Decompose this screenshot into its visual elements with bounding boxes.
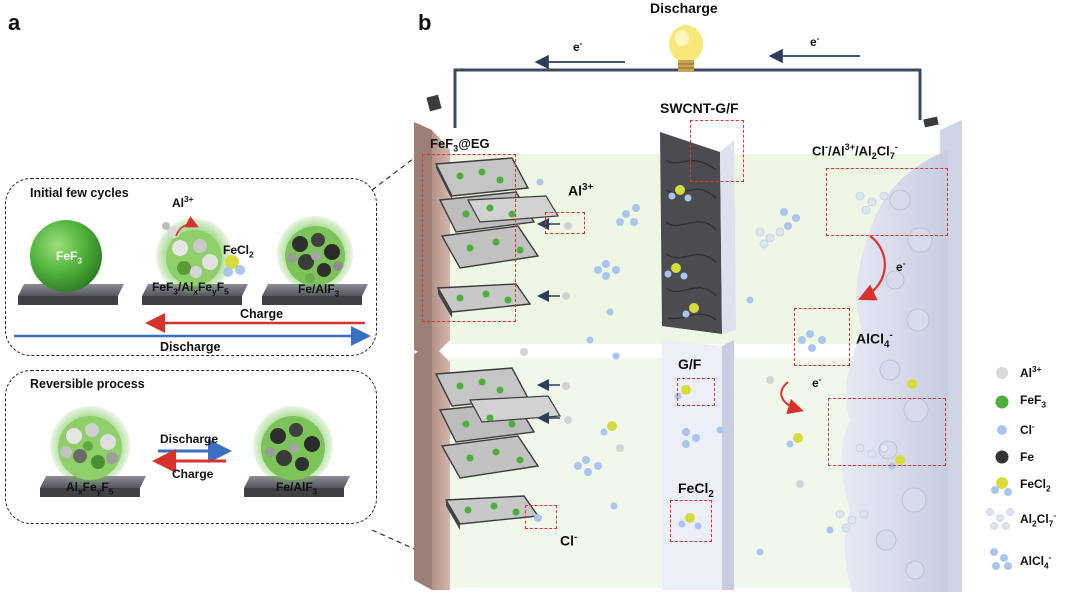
legend: Al3+ FeF3 Cl- Fe FeCl2 Al2Cl7- AlCl4-: [1020, 364, 1080, 584]
fecl2-label-b: FeCl2: [678, 480, 714, 500]
alcl4-clusters: [574, 204, 826, 476]
al2cl7-clusters: [755, 191, 889, 533]
cathode-highlight: [422, 154, 516, 322]
ion-insertion-arrows: [537, 218, 560, 424]
swcnt-texture: [665, 159, 717, 321]
swcnt-separator-edge: [720, 140, 736, 334]
fe-alf3-label-a: Fe/AlF3: [298, 282, 340, 299]
fecl2-label-a: FeCl2: [223, 243, 254, 260]
swcnt-separator: [660, 132, 722, 334]
positive-terminal: [426, 94, 442, 112]
legend-al: Al3+: [1020, 364, 1042, 380]
zoom-line-top: [371, 145, 431, 191]
cathode-plate-lower: [414, 344, 432, 590]
fe-alf3-sphere: [277, 216, 353, 292]
legend-fef3: FeF3: [1020, 393, 1047, 410]
initial-cycles-box: [5, 178, 377, 356]
al-highlight: [545, 212, 585, 234]
external-circuit: [453, 68, 922, 128]
cl-highlight: [525, 505, 557, 529]
fe-alf3-label-b: Fe/AlF3: [276, 480, 318, 497]
discharge-label-a: Discharge: [160, 340, 221, 354]
intermediate-sphere: [156, 215, 245, 294]
legend-fecl2: FeCl2: [1020, 477, 1051, 494]
alxfeyf5-label: AlxFeyF5: [66, 480, 114, 497]
reversible-discharge-label: Discharge: [160, 432, 219, 446]
separator-label: SWCNT-G/F: [660, 100, 739, 116]
fef3-sphere: [30, 220, 102, 292]
gf-highlight: [677, 378, 715, 406]
electron-curve-2: [780, 381, 804, 415]
electron-label-left: e-: [573, 38, 583, 54]
legend-cl: Cl-: [1020, 421, 1035, 437]
alxfeyf5-sphere: [50, 406, 130, 486]
light-bulb-icon: [669, 25, 703, 72]
fef3-sphere-label: FeF3: [56, 249, 83, 266]
al-label-b: Al3+: [568, 182, 594, 199]
electron-label-mid2: e-: [812, 374, 822, 390]
negative-terminal: [923, 116, 939, 128]
fef3-dots: [456, 168, 524, 516]
charge-label-a: Charge: [240, 307, 284, 321]
zoom-line-bottom: [371, 529, 431, 557]
swcnt-highlight: [690, 120, 744, 182]
fecl2-highlight: [670, 500, 712, 542]
alcl4-highlight: [794, 308, 850, 366]
fecl2-molecules: [600, 185, 917, 530]
electron-curve-1: [858, 235, 886, 301]
anode-label: Cl-/Al3+/Al2Cl7-: [812, 142, 898, 161]
al-ion-label-a: Al3+: [172, 194, 194, 210]
anode-top-highlight: [826, 168, 948, 236]
panel-b-letter: b: [418, 10, 432, 35]
legend-fe: Fe: [1020, 450, 1035, 464]
cathode-label: FeF3@EG: [430, 136, 490, 154]
gf-label: G/F: [678, 356, 702, 372]
cathode-plate: [414, 122, 432, 358]
fe-alf3-sphere-2: [253, 406, 333, 486]
legend-alcl4: AlCl4-: [1020, 552, 1052, 571]
reversible-charge-label: Charge: [172, 467, 214, 481]
anode-bottom-highlight: [828, 398, 946, 466]
gf-separator-edge: [722, 340, 734, 590]
cathode-plate-lower-face: [432, 344, 450, 590]
panel-a-letter: a: [8, 10, 21, 35]
cl-ions: [534, 178, 834, 556]
reversible-title: Reversible process: [30, 377, 145, 391]
reversible-box: [5, 370, 377, 524]
anode-bumps: [875, 189, 933, 580]
initial-cycles-title: Initial few cycles: [30, 186, 129, 200]
graphite-stack-bottom: [434, 367, 562, 530]
electron-label-mid1: e-: [896, 258, 906, 274]
graphite-stack-top: [434, 157, 560, 318]
al-ions: [520, 222, 804, 488]
cl-label-b: Cl-: [560, 532, 578, 549]
alcl4-label: AlCl4-: [856, 330, 893, 351]
legend-al2cl7: Al2Cl7-: [1020, 510, 1057, 529]
legend-symbols: [986, 367, 1014, 570]
discharge-title: Discharge: [650, 0, 718, 16]
electron-label-right: e-: [810, 33, 820, 49]
intermediate-sphere-label: FeF3/AlxFeyF5: [152, 280, 229, 297]
